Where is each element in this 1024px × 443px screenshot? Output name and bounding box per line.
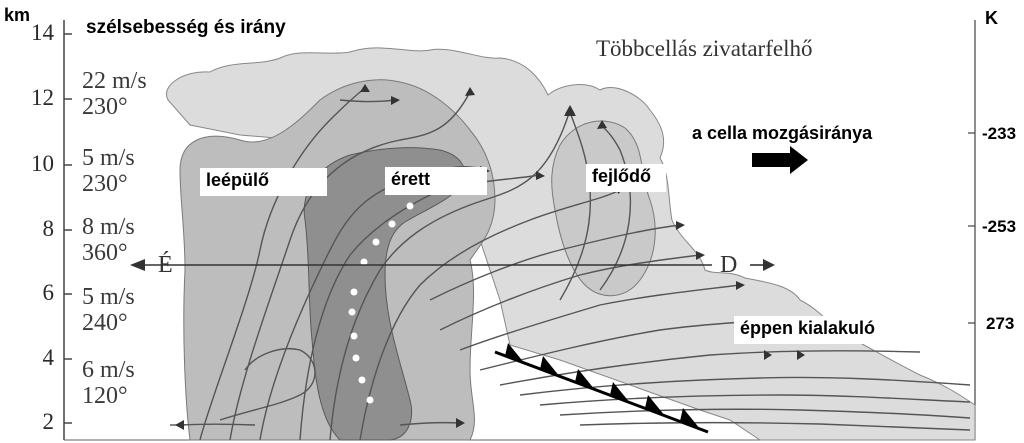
y-tick-6: 6 [42,280,55,305]
wind-speed: 8 m/s [82,214,135,240]
wind-speed: 22 m/s [82,68,147,94]
label-developing-cell: fejlődő [586,164,666,192]
wind-direction: 360° [82,240,128,266]
y-tick-12: 12 [31,85,54,110]
wind-level-2: 5 m/s 230° [82,145,135,197]
right-axis-ticks [968,132,975,324]
cell-mature-core [303,147,466,441]
diagram-subtitle: Többcellás zivatarfelhő [596,36,813,61]
wind-direction: 230° [82,94,128,120]
wind-level-3: 8 m/s 360° [82,214,135,266]
wind-direction: 240° [82,310,128,336]
wind-direction: 230° [82,171,128,197]
south-arrowhead [763,259,775,271]
y-tick-4: 4 [42,345,55,370]
y-tick-2: 2 [42,409,55,434]
cold-front-triangles [505,343,700,429]
y-tick-8: 8 [42,216,55,241]
wind-speed: 5 m/s [82,284,135,310]
diagram-title: szélsebesség és irány [86,17,286,38]
cell-motion-arrow [752,146,808,174]
left-axis-ticks [64,33,72,424]
north-arrowhead [130,259,145,271]
cold-front-line [494,350,709,434]
wind-level-4: 5 m/s 240° [82,284,135,336]
left-axis-unit: km [4,5,31,25]
label-cell-motion: a cella mozgásiránya [692,123,873,143]
k-tick-273: 273 [986,314,1015,333]
k-tick-253: -253 [982,217,1017,236]
label-forming-cell: éppen kialakuló [734,316,918,344]
y-tick-10: 10 [31,151,54,176]
label-mature-cell: érett [385,167,487,195]
y-tick-14: 14 [31,20,54,45]
k-tick-233: -233 [982,124,1017,143]
right-axis-unit: K [985,8,998,28]
wind-direction: 120° [82,383,128,409]
label-dissipating-cell: leépülő [200,168,327,196]
wind-level-1: 22 m/s 230° [82,68,147,120]
precipitation-dots [348,202,414,404]
wind-speed: 5 m/s [82,145,135,171]
wind-speed: 6 m/s [82,357,135,383]
wind-level-5: 6 m/s 120° [82,357,135,409]
compass-south: D [720,252,738,278]
compass-north: É [158,252,173,278]
